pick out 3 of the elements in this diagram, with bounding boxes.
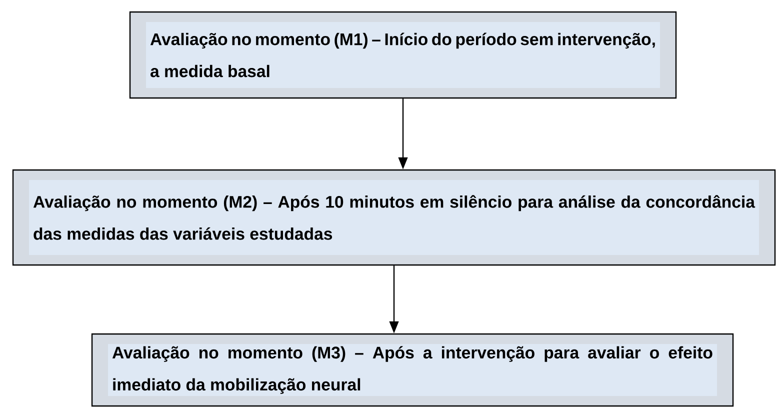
process-box: Avaliação no momento (M1) – Início do período sem intervenção, a medida basal <box>129 11 677 99</box>
process-box: Avaliação no momento (M2) – Após 10 minutos em silêncio para análise da concordância das medidas das variáveis estudadas <box>12 169 776 266</box>
process-box: Avaliação no momento (M3) – Após a intervenção para avaliar o efeito imediato da mobilização neural <box>91 333 734 407</box>
